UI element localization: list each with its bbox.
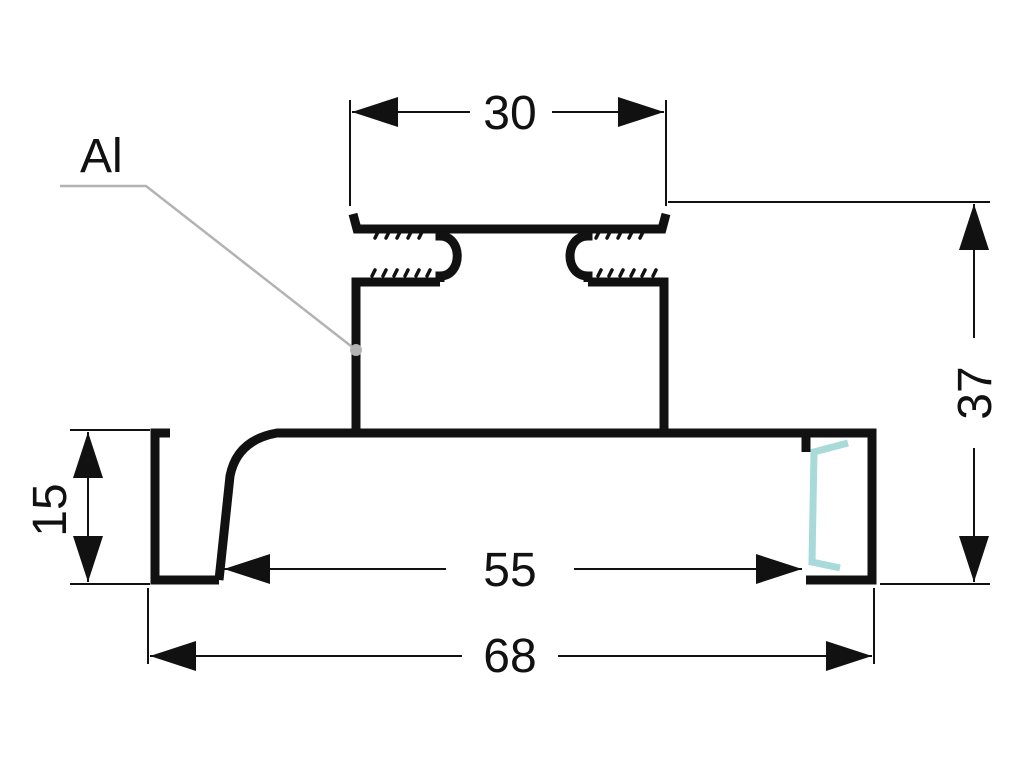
right-lip (801, 433, 858, 585)
material-label: Al (80, 130, 123, 183)
dim-total-width-value: 68 (483, 630, 536, 683)
dim-total-height: 37 (668, 201, 1002, 585)
serrations (370, 230, 658, 278)
right-hook (565, 229, 593, 282)
dim-top-width-value: 30 (483, 87, 536, 140)
dim-total-height-value: 37 (949, 366, 1002, 419)
material-leader-dot (350, 344, 362, 356)
dim-side-height-value: 15 (24, 483, 77, 536)
dim-top-width: 30 (349, 87, 667, 206)
material-leader (60, 184, 357, 351)
gasket (808, 439, 849, 572)
dim-inner-width-value: 55 (483, 544, 536, 597)
aluminium-profile (150, 212, 877, 585)
left-hook (435, 229, 462, 282)
main-web (214, 428, 877, 585)
dim-inner-width: 55 (224, 544, 802, 597)
upper-chamber (351, 277, 669, 432)
top-flange (348, 212, 671, 234)
left-channel (150, 428, 219, 585)
material-callout: Al (60, 130, 362, 356)
dim-total-width: 68 (147, 588, 875, 683)
dim-side-height: 15 (24, 429, 150, 585)
